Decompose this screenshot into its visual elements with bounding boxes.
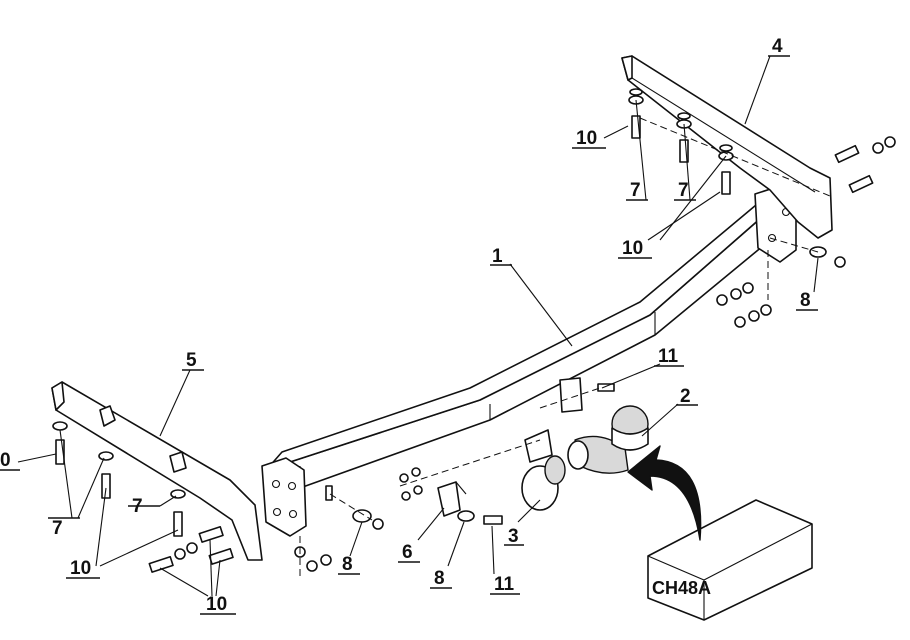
bumper-box-label: CH48A [652, 578, 711, 598]
callout-4: 4 [772, 36, 783, 57]
callout-11-a: 11 [658, 346, 679, 367]
callout-8-c: 8 [434, 568, 445, 589]
callout-10-c: 10 [70, 558, 91, 579]
callout-8-b: 8 [342, 554, 353, 575]
callout-2: 2 [680, 386, 691, 407]
callout-6: 6 [402, 542, 413, 563]
callout-10-a: 10 [576, 128, 597, 149]
left-side-bracket [51, 381, 263, 561]
callout-3: 3 [508, 526, 519, 547]
callout-11-b: 11 [494, 574, 515, 595]
electrical-socket [521, 429, 566, 511]
callout-10-b: 10 [622, 238, 643, 259]
callout-10-d: 10 [206, 594, 227, 615]
leader-lines [17, 55, 819, 597]
callout-1: 1 [492, 246, 503, 267]
callout-5: 5 [186, 350, 197, 371]
assembly-lines [299, 117, 831, 580]
callout-8-a: 8 [800, 290, 811, 311]
callout-7-a: 7 [630, 180, 641, 201]
callout-10-e: 0 [0, 450, 11, 471]
callout-labels: 1 2 3 4 5 6 7 7 7 7 8 8 8 10 10 10 10 0 [0, 36, 818, 615]
tow-ball [559, 377, 649, 474]
cross-beam [261, 185, 797, 537]
socket-bracket [437, 481, 467, 517]
bumper-cutout-box: CH48A [647, 499, 813, 621]
callout-7-b: 7 [678, 180, 689, 201]
curved-arrow-icon [627, 445, 702, 541]
callout-7-c: 7 [52, 518, 63, 539]
